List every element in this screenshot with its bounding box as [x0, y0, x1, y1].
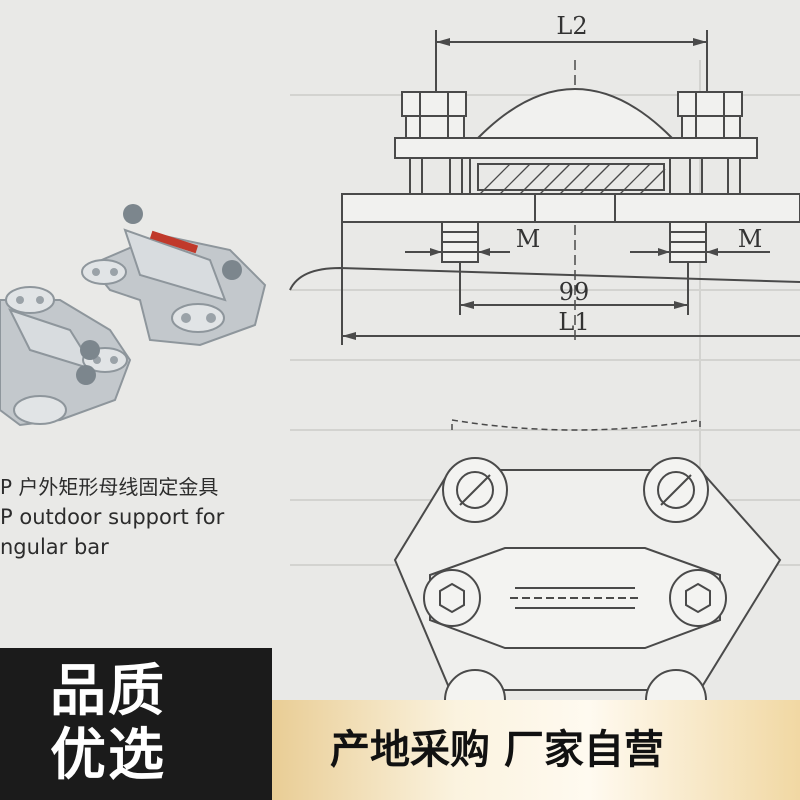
quality-badge [0, 648, 272, 800]
caption-english-line-2: ngular bar [0, 535, 109, 559]
badge-line-1: 品质 [50, 659, 166, 724]
side-elevation-drawing [341, 30, 800, 345]
leader-line [289, 266, 800, 291]
quality-badge-text: 品质 优选 [50, 660, 200, 788]
tagline-text: 产地采购 厂家自营 [330, 727, 664, 773]
dimension-label-spacing: 99 [559, 278, 590, 306]
badge-line-2: 优选 [50, 723, 166, 788]
dimension-label-l1: L1 [558, 308, 589, 336]
tagline-banner [272, 700, 800, 800]
dimension-label-m-right: M [738, 225, 763, 253]
plan-view-drawing [393, 419, 782, 731]
caption-chinese-line: P 户外矩形母线固定金具 [0, 475, 219, 499]
dimension-label-l2: L2 [556, 12, 587, 40]
caption-chinese: 户外矩形母线固定金具 [18, 475, 219, 499]
caption-english-line-1: P outdoor support for [0, 505, 225, 529]
product-photo [0, 204, 267, 427]
product-caption: P 户外矩形母线固定金具 P outdoor support for ngula… [0, 472, 290, 562]
dimension-label-m-left: M [516, 225, 541, 253]
